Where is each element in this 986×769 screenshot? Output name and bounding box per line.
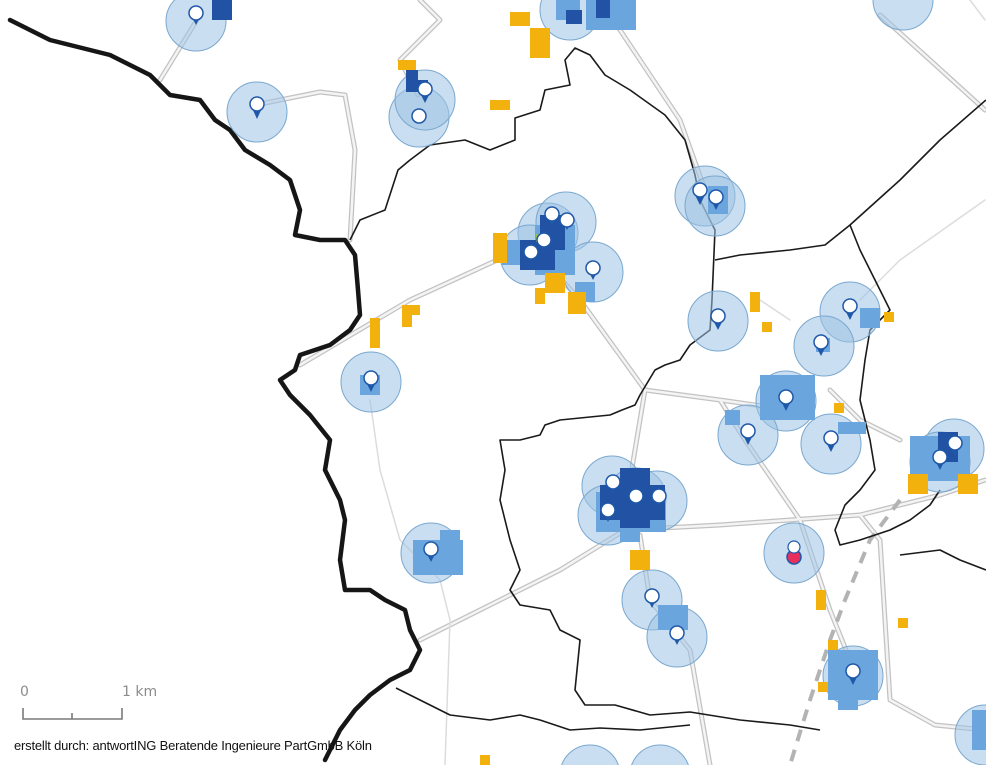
scale-bar: 0 1 km bbox=[20, 684, 180, 728]
scale-bar-line bbox=[22, 708, 123, 720]
stop-pins bbox=[188, 5, 963, 685]
railway-line bbox=[788, 498, 902, 766]
scale-end-label: 1 km bbox=[122, 684, 158, 700]
district-boundaries bbox=[349, 47, 986, 731]
grid-cells-orange bbox=[370, 12, 978, 765]
map-credit: erstellt durch: antwortING Beratende Ing… bbox=[14, 738, 372, 753]
national-border bbox=[7, 17, 423, 763]
highlight-pin-icon bbox=[786, 540, 802, 565]
location-pin-icon bbox=[188, 5, 963, 685]
scale-start-label: 0 bbox=[20, 684, 29, 700]
